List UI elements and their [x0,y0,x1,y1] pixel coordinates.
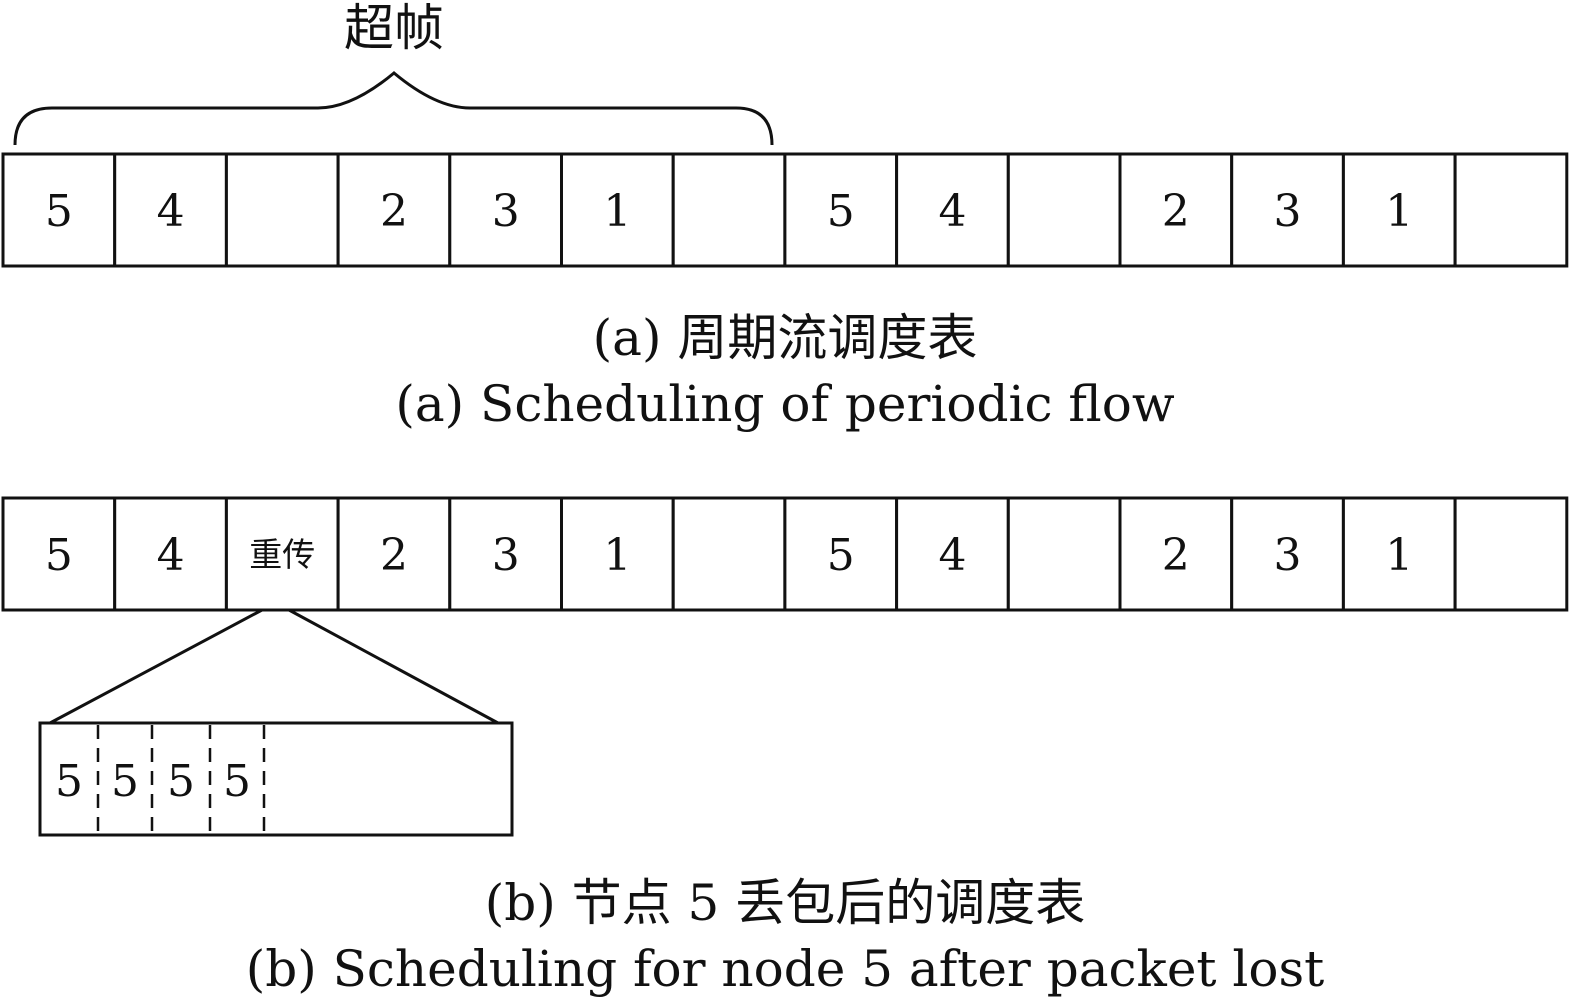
slot-label: 3 [492,186,520,237]
slot-label: 2 [1162,186,1190,237]
slot-label: 2 [380,186,408,237]
schedule-slot [1230,496,1345,612]
retransmit-slot-label: 5 [111,756,139,807]
zoom-lines [49,608,499,725]
schedule-slot [1,152,117,268]
slot-label: 5 [827,530,855,581]
schedule-slot [224,152,340,268]
slot-label: 重传 [249,535,315,574]
schedule-slot [113,496,228,612]
slot-label: 5 [45,186,73,237]
schedule-slot [671,152,787,268]
detail-box-frame [38,721,514,837]
slot-label: 4 [939,530,967,581]
schedule-slot [224,496,340,612]
zoom-line-left [49,608,263,725]
schedule-slot [1006,496,1122,612]
schedule-slot [783,496,899,612]
schedule-slot [1230,152,1345,268]
zoom-line-right [288,608,499,725]
schedule-row-b: 5 4 重传 2 3 1 5 4 2 3 1 [1,496,1569,612]
slot-label: 3 [1274,530,1302,581]
slot-label: 3 [492,530,520,581]
schedule-slot [1118,496,1234,612]
slot-label: 1 [603,530,631,581]
caption-a-cn: (a) 周期流调度表 [593,309,978,367]
slot-label: 1 [1385,530,1413,581]
caption-b-en: (b) Scheduling for node 5 after packet l… [246,940,1325,998]
slot-label: 4 [157,530,185,581]
schedule-slot [895,152,1010,268]
retransmit-slot-label: 5 [167,756,195,807]
schedule-row-a: 5 4 2 3 1 5 4 2 3 1 [1,152,1569,268]
schedule-slot [671,496,787,612]
retransmit-slot-label: 5 [55,756,83,807]
caption-b-cn: (b) 节点 5 丢包后的调度表 [485,874,1086,932]
caption-a-en: (a) Scheduling of periodic flow [395,375,1174,433]
slot-label: 4 [157,186,185,237]
schedule-slot [1118,152,1234,268]
schedule-slot [560,496,675,612]
slot-label: 2 [380,530,408,581]
superframe-brace [13,71,774,146]
slot-label: 5 [45,530,73,581]
retransmit-slot-label: 5 [223,756,251,807]
superframe-brace-group: 超帧 [13,0,774,146]
superframe-label: 超帧 [344,0,444,57]
slot-label: 1 [1385,186,1413,237]
schedule-slot [1453,152,1569,268]
schedule-slot [895,496,1010,612]
slot-label: 2 [1162,530,1190,581]
schedule-slot [1453,496,1569,612]
slot-label: 4 [939,186,967,237]
slot-label: 1 [603,186,631,237]
schedule-slot [783,152,899,268]
slot-label: 5 [827,186,855,237]
schedule-slot [336,152,452,268]
schedule-slot [336,496,452,612]
schedule-slot [1341,496,1457,612]
schedule-slot [1006,152,1122,268]
schedule-slot [113,152,228,268]
schedule-slot [560,152,675,268]
slot-label: 3 [1274,186,1302,237]
schedule-slot [1341,152,1457,268]
